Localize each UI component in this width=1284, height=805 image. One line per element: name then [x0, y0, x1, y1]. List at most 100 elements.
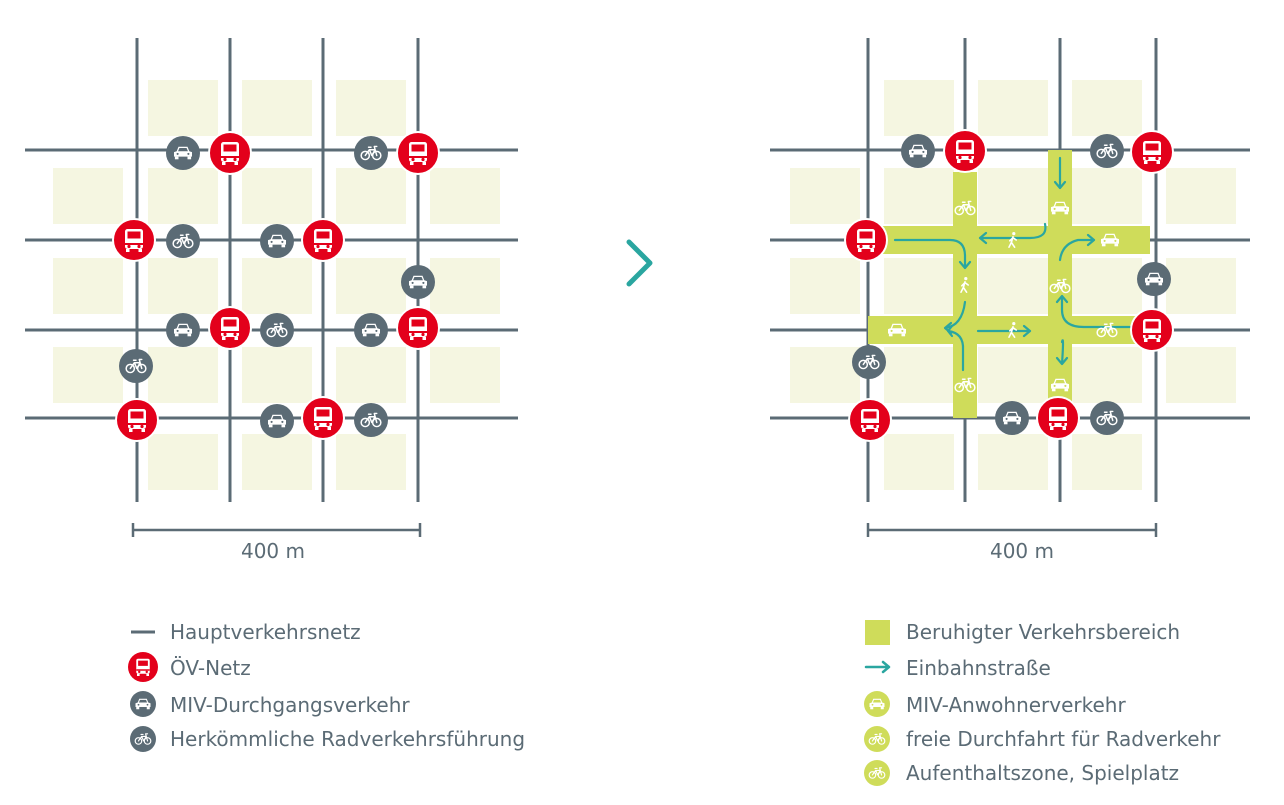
city-block — [978, 80, 1048, 136]
bike-icon — [1090, 134, 1124, 168]
legend-label-conventional-cycling: Herkömmliche Radverkehrsführung — [170, 727, 525, 751]
right-diagram: 400 m — [770, 38, 1250, 563]
city-block — [242, 347, 312, 403]
city-block — [884, 80, 954, 136]
calmed-area-legend-swatch — [865, 620, 890, 645]
bus-icon — [396, 131, 440, 175]
city-block — [1166, 168, 1236, 224]
city-block — [242, 434, 312, 490]
city-block — [148, 434, 218, 490]
bike-icon — [119, 349, 153, 383]
bike-icon — [130, 726, 156, 752]
car-icon — [864, 691, 890, 717]
left-markers — [112, 131, 440, 442]
right-markers — [844, 129, 1174, 442]
city-block — [1072, 168, 1142, 224]
bus-icon — [208, 131, 252, 175]
city-block — [1072, 258, 1142, 314]
city-block — [978, 347, 1048, 403]
legend-label-one-way: Einbahnstraße — [906, 656, 1051, 680]
bus-icon — [301, 396, 345, 440]
bike-icon — [260, 313, 294, 347]
city-block — [336, 80, 406, 136]
legend-label-leisure-zone: Aufenthaltszone, Spielplatz — [906, 761, 1179, 785]
left-scale-bar: 400 m — [131, 523, 422, 563]
left-diagram: 400 m — [25, 38, 518, 563]
legend-label-free-cycling: freie Durchfahrt für Radverkehr — [906, 727, 1221, 751]
bus-icon — [1036, 396, 1080, 440]
car-icon — [995, 401, 1029, 435]
bike-icon — [1090, 401, 1124, 435]
legend-label-resident-traffic: MIV-Anwohnerverkehr — [906, 693, 1126, 717]
city-block — [1166, 258, 1236, 314]
right-scale-bar: 400 m — [866, 523, 1158, 563]
bike-icon — [354, 136, 388, 170]
car-icon — [260, 404, 294, 438]
city-block — [1072, 434, 1142, 490]
city-block — [336, 258, 406, 314]
city-block — [978, 168, 1048, 224]
car-icon — [130, 691, 156, 717]
city-block — [242, 168, 312, 224]
city-block — [242, 258, 312, 314]
chevron-right-icon — [626, 239, 653, 287]
city-block — [148, 168, 218, 224]
city-block — [790, 347, 860, 403]
city-block — [430, 168, 500, 224]
city-block — [884, 258, 954, 314]
legend-label-calmed-area: Beruhigter Verkehrsbereich — [906, 620, 1180, 644]
city-blocks — [53, 80, 500, 490]
city-block — [242, 80, 312, 136]
bus-icon — [396, 306, 440, 350]
car-icon — [354, 313, 388, 347]
car-icon — [901, 134, 935, 168]
bus-icon — [1130, 308, 1174, 352]
bus-icon — [115, 398, 159, 442]
city-block — [148, 80, 218, 136]
left-scale-label: 400 m — [241, 539, 305, 563]
car-icon — [1137, 262, 1171, 296]
city-block — [978, 258, 1048, 314]
city-block — [336, 434, 406, 490]
one-way-arrows — [893, 156, 1147, 372]
city-block — [790, 168, 860, 224]
city-block — [53, 258, 123, 314]
bus-icon — [848, 398, 892, 442]
bus-icon — [112, 218, 156, 262]
city-block — [1166, 347, 1236, 403]
city-block — [884, 347, 954, 403]
city-block — [884, 434, 954, 490]
bus-icon — [208, 306, 252, 350]
city-block — [1072, 347, 1142, 403]
city-block — [336, 168, 406, 224]
bus-icon — [844, 218, 888, 262]
city-block — [430, 347, 500, 403]
bike-icon — [166, 224, 200, 258]
city-block — [978, 434, 1048, 490]
legend-label-main-road: Hauptverkehrsnetz — [170, 620, 361, 644]
bus-icon — [943, 129, 987, 173]
bike-icon — [354, 403, 388, 437]
car-icon — [166, 313, 200, 347]
city-block — [790, 258, 860, 314]
car-icon — [260, 224, 294, 258]
city-blocks — [790, 80, 1236, 490]
legend-right: Beruhigter Verkehrsbereich Einbahnstraße… — [864, 620, 1221, 786]
city-block — [430, 258, 500, 314]
one-way-arrow-icon — [864, 660, 891, 674]
car-icon — [166, 136, 200, 170]
legend-left: Hauptverkehrsnetz ÖV-Netz MIV-Durchgangs… — [128, 620, 525, 752]
city-block — [884, 168, 954, 224]
city-block — [53, 168, 123, 224]
city-block — [336, 347, 406, 403]
right-scale-label: 400 m — [990, 539, 1054, 563]
bike-icon — [852, 345, 886, 379]
legend-label-through-traffic: MIV-Durchgangsverkehr — [170, 693, 410, 717]
car-icon — [401, 265, 435, 299]
bike-icon — [864, 760, 890, 786]
legend-label-public-transport: ÖV-Netz — [170, 656, 251, 680]
city-block — [53, 347, 123, 403]
bike-icon — [864, 726, 890, 752]
city-block — [148, 347, 218, 403]
bus-icon — [301, 218, 345, 262]
